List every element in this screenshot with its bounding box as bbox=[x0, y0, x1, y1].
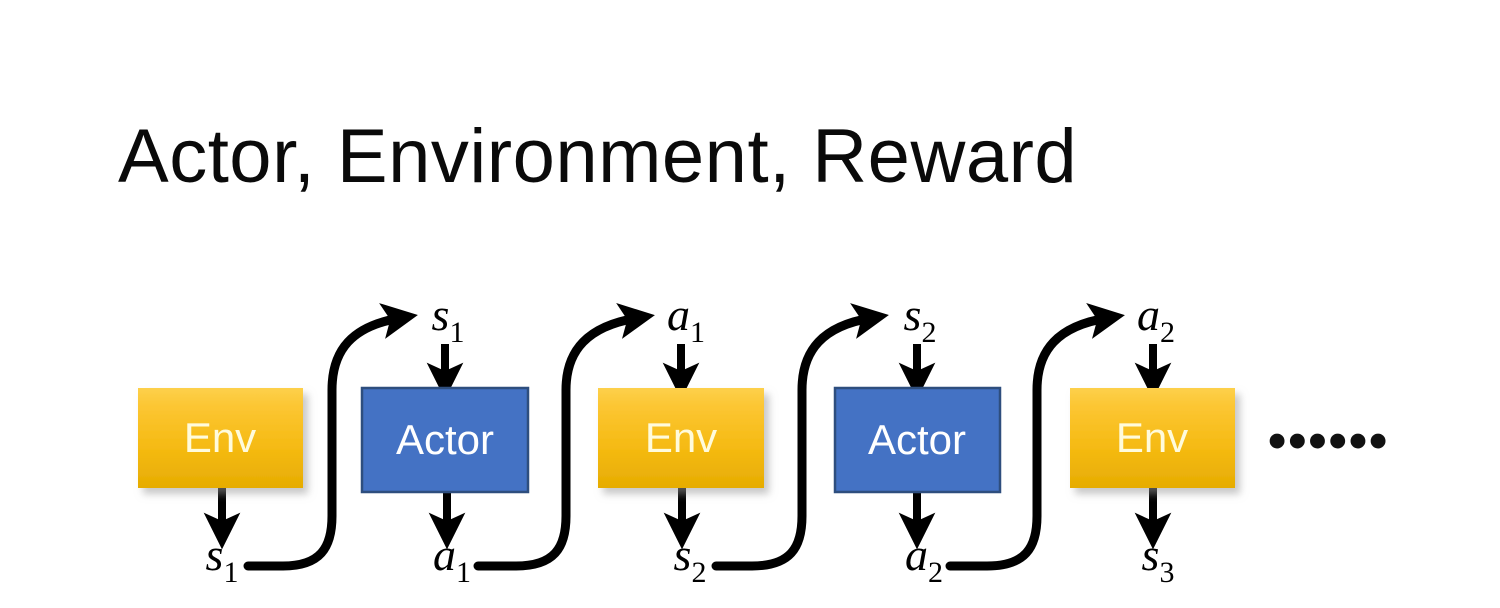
label-top-s1-base: s bbox=[432, 289, 450, 340]
label-top-s1: s1 bbox=[432, 289, 465, 349]
label-bot-a1: a1 bbox=[433, 529, 471, 589]
box-actor-1[interactable]: Actor bbox=[360, 386, 530, 494]
label-bot-s3-sub: 3 bbox=[1159, 556, 1174, 589]
label-bot-a2: a2 bbox=[905, 529, 943, 589]
top-labels: s1 a1 s2 a2 bbox=[432, 289, 1175, 349]
box-shape bbox=[138, 388, 303, 488]
label-bot-s2-sub: 2 bbox=[691, 556, 706, 589]
label-top-a1: a1 bbox=[667, 289, 705, 349]
curve-s1-up bbox=[243, 303, 418, 571]
label-bot-s2-base: s bbox=[674, 529, 692, 580]
label-bot-s3: s3 bbox=[1142, 529, 1175, 589]
label-bot-s1-sub: 1 bbox=[223, 556, 238, 589]
box-actor-1-label: Actor bbox=[396, 416, 494, 463]
ellipsis-continuation: •••••• bbox=[1268, 412, 1389, 470]
box-shape bbox=[833, 386, 1002, 494]
label-bot-s1-base: s bbox=[206, 529, 224, 580]
label-top-s2-base: s bbox=[904, 289, 922, 340]
label-top-s1-sub: 1 bbox=[449, 316, 464, 349]
box-env-1-label: Env bbox=[184, 414, 256, 461]
label-top-a1-base: a bbox=[667, 289, 690, 340]
arrows-out-of-boxes bbox=[203, 488, 1172, 550]
curve-a2-up bbox=[945, 303, 1125, 571]
label-bot-a2-sub: 2 bbox=[928, 556, 943, 589]
label-bot-s3-base: s bbox=[1142, 529, 1160, 580]
label-top-a1-sub: 1 bbox=[690, 316, 705, 349]
label-bot-a1-sub: 1 bbox=[456, 556, 471, 589]
arrows-into-boxes bbox=[426, 344, 1172, 400]
curve-a1-up bbox=[473, 303, 655, 571]
box-env-1[interactable]: Env bbox=[138, 388, 303, 488]
box-actor-2[interactable]: Actor bbox=[833, 386, 1002, 494]
bottom-labels: s1 a1 s2 a2 s3 bbox=[206, 529, 1175, 589]
page-title: Actor, Environment, Reward bbox=[118, 114, 1078, 199]
connector-group bbox=[243, 303, 1125, 571]
box-shape bbox=[1070, 388, 1235, 488]
curve-s2-up bbox=[711, 303, 889, 571]
box-env-3[interactable]: Env bbox=[1070, 388, 1235, 488]
label-bot-a2-base: a bbox=[905, 529, 928, 580]
box-shape bbox=[360, 386, 530, 494]
label-top-a2: a2 bbox=[1137, 289, 1175, 349]
label-bot-s1: s1 bbox=[206, 529, 239, 589]
label-bot-a1-base: a bbox=[433, 529, 456, 580]
box-env-2-label: Env bbox=[645, 414, 717, 461]
box-shape bbox=[598, 388, 764, 488]
label-top-a2-base: a bbox=[1137, 289, 1160, 340]
box-env-2[interactable]: Env bbox=[598, 388, 764, 488]
label-top-a2-sub: 2 bbox=[1160, 316, 1175, 349]
label-top-s2: s2 bbox=[904, 289, 937, 349]
label-top-s2-sub: 2 bbox=[921, 316, 936, 349]
box-env-3-label: Env bbox=[1116, 414, 1188, 461]
box-actor-2-label: Actor bbox=[868, 416, 966, 463]
label-bot-s2: s2 bbox=[674, 529, 707, 589]
